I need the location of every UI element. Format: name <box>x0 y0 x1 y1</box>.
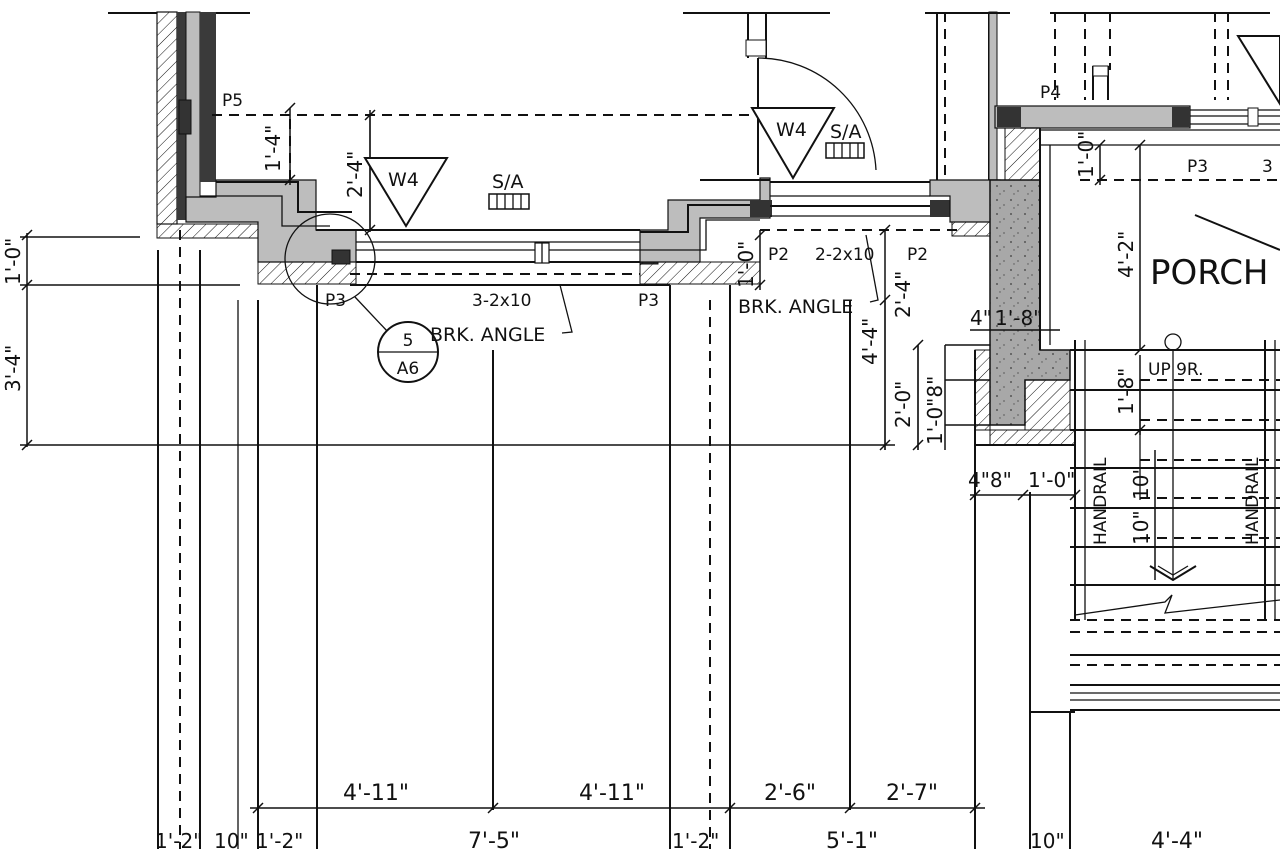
label-w4-left: W4 <box>388 169 419 191</box>
dim-1-0-8: 1'-0"8" <box>923 376 947 445</box>
dim-c-4-4: 4'-4" <box>1151 829 1203 849</box>
porch-foundation <box>974 127 1076 446</box>
label-sa-left: S/A <box>492 171 523 193</box>
label-p2-left: P2 <box>768 245 789 265</box>
label-p3-mid: P3 <box>638 291 659 311</box>
dim-c-5-1: 5'-1" <box>826 829 878 849</box>
bay-front-window <box>316 229 670 286</box>
dim-b-2-7: 2'-7" <box>886 781 938 806</box>
dim-2-4-top: 2'-4" <box>343 151 367 198</box>
dim-1-0-left: 1'-0" <box>1 238 25 285</box>
dim-c-10b: 10" <box>1030 829 1065 849</box>
dim-b-4-11b: 4'-11" <box>579 781 645 806</box>
detail-sheet: A6 <box>397 359 419 379</box>
smoke-alarm-right <box>825 142 865 159</box>
window-tag-far-right <box>1236 35 1280 106</box>
dim-10b: 10" <box>1129 510 1153 545</box>
dim-1-0-mid: 1'-0" <box>734 241 758 288</box>
extension-lines <box>157 230 1141 849</box>
label-handrail-right: HANDRAIL <box>1243 457 1263 545</box>
dim-b-4-11a: 4'-11" <box>343 781 409 806</box>
label-brk-angle-left: BRK. ANGLE <box>430 324 545 346</box>
dim-1-8-stair: 1'-8" <box>1114 368 1138 415</box>
dim-c-10: 10" <box>214 829 249 849</box>
dim-10a: 10" <box>1129 465 1153 500</box>
dimension-middle <box>754 139 1280 580</box>
porch-beam <box>994 12 1280 181</box>
dim-4-small: 4" <box>970 306 992 330</box>
dim-2-4-mid: 2'-4" <box>891 271 915 318</box>
smoke-alarm-left <box>488 193 530 210</box>
label-p2-right: P2 <box>907 245 928 265</box>
label-header-left: 3-2x10 <box>472 291 531 311</box>
window-tag-right <box>750 107 836 180</box>
label-sa-right: S/A <box>830 121 861 143</box>
label-p3-left: P3 <box>325 291 346 311</box>
label-w4-right: W4 <box>776 119 807 141</box>
dim-1-0-stair: 1'-0" <box>1028 468 1075 492</box>
dim-3-4: 3'-4" <box>1 345 25 392</box>
dim-2-0: 2'-0" <box>891 381 915 428</box>
dim-1-0-right: 1'-0" <box>1074 131 1098 178</box>
dim-c-7-5: 7'-5" <box>468 829 520 849</box>
label-up: UP 9R. <box>1148 360 1204 380</box>
detail-callout <box>284 213 439 383</box>
door-opening <box>683 12 960 231</box>
dim-c-1-2a: 1'-2" <box>155 829 202 849</box>
edge-label-3: 3 <box>1262 157 1273 177</box>
label-p5: P5 <box>222 91 243 111</box>
window-tag-left <box>363 157 449 228</box>
detail-number: 5 <box>403 331 414 351</box>
label-handrail-left: HANDRAIL <box>1091 457 1111 545</box>
dim-1-8-top: 1'-8" <box>995 306 1042 330</box>
label-brk-angle-right: BRK. ANGLE <box>738 296 853 318</box>
label-p4: P4 <box>1040 83 1061 103</box>
dimension-bottom <box>250 802 985 814</box>
dim-4-2: 4'-2" <box>1114 231 1138 278</box>
porch-stairs <box>1029 333 1280 713</box>
dim-1-4: 1'-4" <box>261 125 285 172</box>
dimension-left <box>20 102 895 451</box>
dim-b-2-6: 2'-6" <box>764 781 816 806</box>
dim-c-1-2c: 1'-2" <box>672 829 719 849</box>
dim-4-4: 4'-4" <box>858 318 882 365</box>
label-p3-right: P3 <box>1187 157 1208 177</box>
dim-4-8: 4"8" <box>968 468 1012 492</box>
left-wall <box>108 11 250 225</box>
labels: P5 P4 P3 P3 P3 P2 P2 W4 W4 S/A S/A 3-2x1… <box>222 83 1269 545</box>
dim-c-1-2b: 1'-2" <box>256 829 303 849</box>
label-porch: PORCH <box>1150 253 1269 293</box>
label-header-right: 2-2x10 <box>815 245 874 265</box>
leaders <box>559 234 879 334</box>
